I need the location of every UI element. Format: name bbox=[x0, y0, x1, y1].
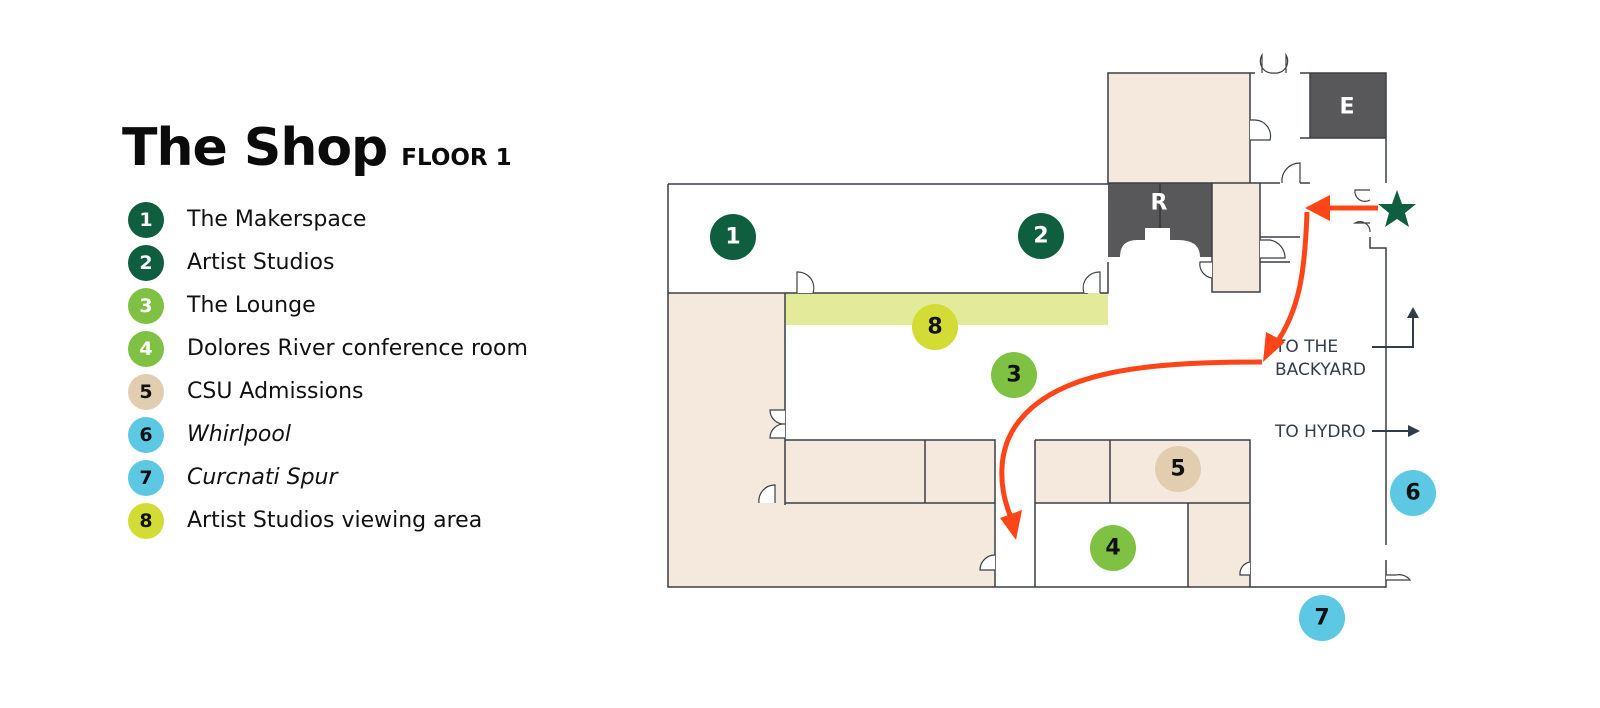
legend-badge: 8 bbox=[128, 502, 164, 539]
room-narrow bbox=[1212, 183, 1260, 292]
marker-7 bbox=[1299, 595, 1345, 641]
legend-badge: 7 bbox=[128, 459, 164, 496]
marker-number: 4 bbox=[1105, 536, 1120, 561]
legend-badge: 4 bbox=[128, 330, 164, 367]
marker-number: 2 bbox=[1033, 224, 1048, 249]
room-bottom-left bbox=[668, 503, 995, 587]
backyard-label-2: BACKYARD bbox=[1275, 360, 1366, 380]
marker-5 bbox=[1155, 446, 1201, 492]
room-row-a bbox=[785, 440, 925, 503]
legend-item: 5 CSU Admissions bbox=[128, 370, 528, 413]
legend-label: Dolores River conference room bbox=[187, 336, 528, 361]
route-arrowhead-icon bbox=[1000, 510, 1022, 540]
marker-4 bbox=[1090, 525, 1136, 571]
room-row-b bbox=[925, 440, 995, 503]
legend-label: Artist Studios viewing area bbox=[187, 508, 483, 533]
legend-label: Whirlpool bbox=[187, 422, 291, 447]
marker-6 bbox=[1390, 470, 1436, 516]
legend-badge: 3 bbox=[128, 287, 164, 324]
marker-number: 3 bbox=[1006, 363, 1021, 388]
legend-badge: 6 bbox=[128, 416, 164, 453]
legend-item: 3 The Lounge bbox=[128, 284, 528, 327]
marker-number: 5 bbox=[1170, 457, 1185, 482]
hydro-arrowhead-icon bbox=[1408, 425, 1420, 437]
rooms bbox=[668, 73, 1260, 587]
legend-item: 2 Artist Studios bbox=[128, 241, 528, 284]
marker-number: 1 bbox=[725, 225, 740, 250]
route-arrowheads bbox=[1000, 195, 1330, 540]
backyard-arrow-icon bbox=[1372, 313, 1414, 348]
legend-label: CSU Admissions bbox=[187, 379, 364, 404]
legend-badge: 1 bbox=[128, 201, 164, 238]
route-arrowhead-icon bbox=[1305, 195, 1330, 221]
elevator-room bbox=[1310, 73, 1386, 138]
marker-number: 6 bbox=[1405, 481, 1420, 506]
legend-item: 8 Artist Studios viewing area bbox=[128, 499, 528, 542]
page-title: The Shop FLOOR 1 bbox=[122, 118, 512, 178]
doors bbox=[758, 52, 1412, 581]
legend-label: The Lounge bbox=[187, 293, 316, 318]
title-text: The Shop bbox=[122, 118, 388, 178]
legend-label: Artist Studios bbox=[187, 250, 335, 275]
hydro-label: TO HYDRO bbox=[1274, 422, 1366, 442]
restroom-label: R bbox=[1151, 191, 1168, 216]
legend-badge: 5 bbox=[128, 373, 164, 410]
marker-number: 8 bbox=[927, 315, 942, 340]
marker-number: 7 bbox=[1314, 606, 1329, 631]
floor-label: FLOOR 1 bbox=[401, 145, 512, 171]
legend-item: 7 Curcnati Spur bbox=[128, 456, 528, 499]
marker-8 bbox=[912, 304, 958, 350]
marker-2 bbox=[1018, 213, 1064, 259]
marker-1 bbox=[710, 214, 756, 260]
legend-item: 1 The Makerspace bbox=[128, 198, 528, 241]
room-row-c bbox=[1035, 440, 1110, 503]
legend-item: 6 Whirlpool bbox=[128, 413, 528, 456]
legend-item: 4 Dolores River conference room bbox=[128, 327, 528, 370]
walls bbox=[667, 72, 1387, 588]
legend-label: Curcnati Spur bbox=[187, 465, 338, 490]
legend-label: The Makerspace bbox=[187, 207, 367, 232]
backyard-arrowhead-icon bbox=[1407, 307, 1419, 318]
route-arrowhead-icon bbox=[1263, 332, 1285, 362]
star-icon bbox=[1378, 190, 1416, 227]
room-left-tall bbox=[668, 293, 785, 505]
room-upper bbox=[1108, 73, 1250, 183]
backyard-label-1: TO THE bbox=[1274, 337, 1338, 357]
route-path bbox=[999, 205, 1378, 516]
elevator-label: E bbox=[1339, 95, 1354, 120]
marker-3 bbox=[991, 352, 1037, 398]
location-markers: 1 2 3 4 5 6 7 8 bbox=[710, 213, 1436, 641]
legend-badge: 2 bbox=[128, 244, 164, 281]
legend: 1 The Makerspace 2 Artist Studios 3 The Loung… bbox=[128, 198, 528, 542]
